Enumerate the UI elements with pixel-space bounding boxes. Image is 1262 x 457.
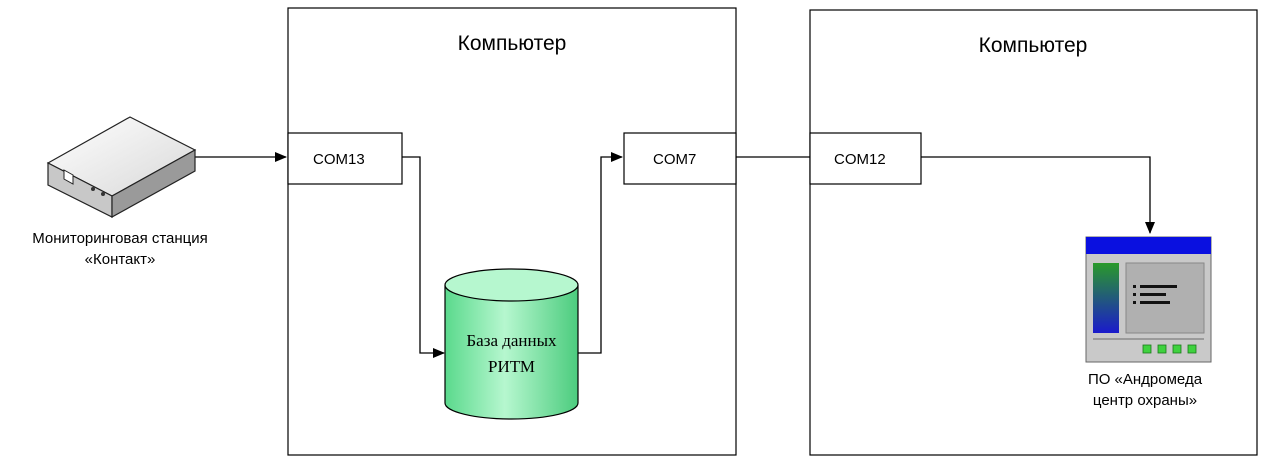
port-com13-label: COM13 [313, 151, 365, 168]
monitoring-station-icon: Мониторинговая станция «Контакт» [32, 116, 208, 268]
station-label-line1: Мониторинговая станция [32, 230, 208, 247]
list-icon [1133, 285, 1177, 304]
connector-db-to-com7 [578, 152, 623, 354]
andromeda-software-icon: ПО «Андромеда центр охраны» [1085, 236, 1212, 409]
port-com7-label: COM7 [653, 151, 696, 168]
port-com7: COM7 [623, 132, 737, 185]
connector-com13-to-db [402, 156, 445, 358]
station-label-line2: «Контакт» [85, 251, 156, 268]
port-com12-label: COM12 [834, 151, 886, 168]
database-label-line2: РИТМ [488, 357, 535, 376]
app-sidebar [1093, 263, 1119, 333]
port-com12: COM12 [809, 132, 922, 185]
computer-2-frame: Компьютер [809, 9, 1258, 456]
database-ritm: База данных РИТМ [444, 268, 579, 420]
computer-2-title: Компьютер [979, 34, 1088, 57]
computer-1-title: Компьютер [458, 32, 567, 55]
app-status-leds [1142, 344, 1197, 354]
software-label-line1: ПО «Андромеда [1088, 371, 1203, 388]
app-titlebar [1086, 237, 1211, 254]
app-content-panel [1125, 262, 1205, 334]
connectors [195, 152, 1155, 358]
software-label-line2: центр охраны» [1093, 392, 1197, 409]
database-label-line1: База данных [466, 331, 557, 350]
connector-com12-to-software [921, 156, 1155, 234]
port-com13: COM13 [287, 132, 403, 185]
